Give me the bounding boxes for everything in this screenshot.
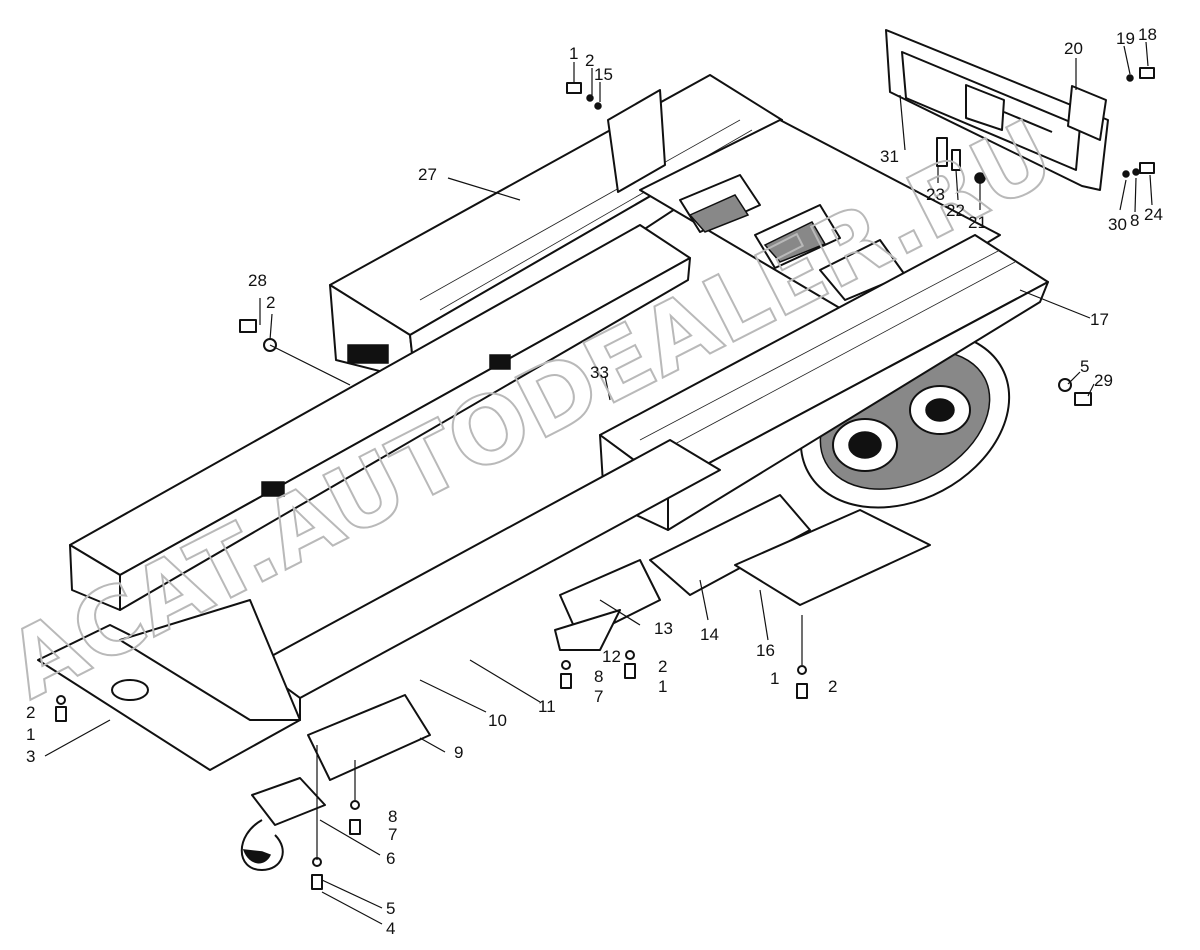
- callout-2-mid: 2: [658, 657, 667, 676]
- callout-15: 15: [594, 65, 613, 84]
- callout-1-right: 1: [770, 669, 779, 688]
- callout-23: 23: [926, 185, 945, 204]
- callout-30: 30: [1108, 215, 1127, 234]
- callout-31: 31: [880, 147, 899, 166]
- callout-7-bottom: 7: [388, 825, 397, 844]
- front-frame-rails: [69, 224, 721, 721]
- tow-hook: [240, 777, 326, 871]
- callout-labels: 1 2 15 19 18 20 27 31 23 22 21 30 8 24 2…: [26, 25, 1163, 938]
- callout-14: 14: [700, 625, 719, 644]
- callout-22: 22: [946, 201, 965, 220]
- callout-8-right: 8: [1130, 211, 1139, 230]
- side-cover-panel: [885, 29, 1109, 191]
- callout-33: 33: [590, 363, 609, 382]
- callout-13: 13: [654, 619, 673, 638]
- callout-5-right: 5: [1080, 357, 1089, 376]
- callout-2-right: 2: [828, 677, 837, 696]
- callout-11: 11: [538, 697, 556, 716]
- callout-18: 18: [1138, 25, 1157, 44]
- callout-20: 20: [1064, 39, 1083, 58]
- callout-16: 16: [756, 641, 775, 660]
- leader-lines: [44, 41, 1153, 925]
- callout-24: 24: [1144, 205, 1163, 224]
- callout-5-bottom: 5: [386, 899, 395, 918]
- callout-4: 4: [386, 919, 395, 938]
- callout-9: 9: [454, 743, 463, 762]
- callout-10: 10: [488, 711, 507, 730]
- callout-3: 3: [26, 747, 35, 766]
- callout-28: 28: [248, 271, 267, 290]
- callout-1-mid: 1: [658, 677, 667, 696]
- callout-12: 12: [602, 647, 621, 666]
- callout-29: 29: [1094, 371, 1113, 390]
- bottom-plate: [37, 599, 301, 771]
- callout-2-bottom-left: 2: [26, 703, 35, 722]
- callout-8-mid: 8: [594, 667, 603, 686]
- callout-6: 6: [386, 849, 395, 868]
- callout-1-bottom-left: 1: [26, 725, 35, 744]
- callout-8-bottom: 8: [388, 807, 397, 826]
- callout-19: 19: [1116, 29, 1135, 48]
- callout-27: 27: [418, 165, 437, 184]
- callout-7-mid: 7: [594, 687, 603, 706]
- callout-2-top: 2: [585, 51, 594, 70]
- callout-21: 21: [968, 213, 987, 232]
- callout-2-left: 2: [266, 293, 275, 312]
- callout-17: 17: [1090, 310, 1109, 329]
- callout-1-top: 1: [569, 44, 578, 63]
- skid-plates: [307, 494, 931, 781]
